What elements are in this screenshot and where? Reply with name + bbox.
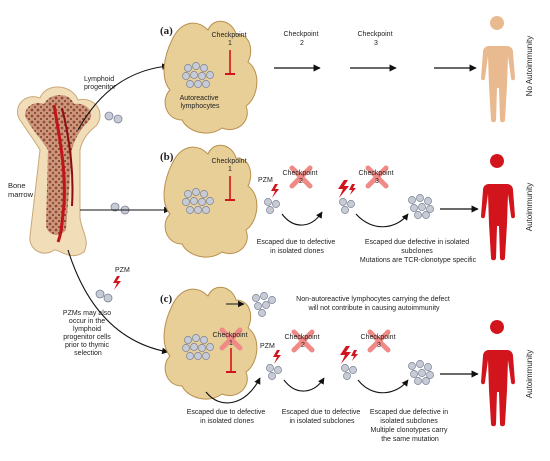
cell-cluster-b3 (339, 198, 355, 214)
checkpoint-a2-label: Checkpoint 2 (284, 31, 321, 47)
checkpoint-c2-label: Checkpoint 2 (285, 334, 322, 349)
panel-b: (b) Checkpoint 1 PZM Checkpoint 2 (160, 144, 479, 264)
checkpoint-a1-label: Checkpoint 1 (212, 32, 249, 47)
arrow-to-thymus-a (77, 63, 169, 131)
checkpoint-b2-cross (289, 165, 313, 189)
curved-arrow-b1 (281, 211, 323, 226)
lymphoid-progenitor-label: Lymphoid progenitor (84, 76, 116, 91)
bolt-icon (340, 346, 351, 364)
outcome-c-label: Autoimmunity (525, 350, 534, 398)
panel-a: (a) Autoreactive lymphocytes Checkpoint … (160, 20, 477, 134)
checkpoint-c1-label: Checkpoint 1 (213, 332, 250, 347)
checkpoint-b1-label: Checkpoint 1 (212, 158, 249, 173)
human-body (481, 16, 515, 123)
cell-cluster-c-non (252, 292, 276, 317)
panel-c: (c) Checkpoint 1 Non-autoreactive lympho… (160, 286, 479, 443)
arrow-to-thymus-c (67, 249, 169, 355)
curved-arrow-c1 (283, 377, 325, 392)
pzm-c-label: PZM (260, 343, 275, 350)
autoreactive-label: Autoreactive lymphocytes (180, 95, 221, 110)
human-figure-autoimmune (481, 154, 515, 261)
cell-cluster-b2 (264, 198, 280, 214)
curved-arrow-b2 (355, 213, 409, 228)
cell-cluster-c (182, 334, 214, 360)
cell-cluster-c3 (341, 364, 357, 380)
caption-b2: Escaped due defective in isolated subclo… (360, 239, 477, 264)
curved-arrow-c0 (205, 377, 261, 404)
outcome-b-label: Autoimmunity (525, 183, 534, 231)
caption-b1: Escaped due to defective in isolated clo… (257, 239, 338, 255)
human-figure-autoimmune (481, 320, 515, 427)
cell-cluster-c4 (408, 360, 434, 385)
outcome-a-label: No Autoimmunity (525, 36, 534, 96)
bolt-icon (338, 180, 349, 198)
non-autoreactive-note: Non-autoreactive lymphocytes carrying th… (296, 296, 452, 312)
human-body (481, 154, 515, 261)
caption-c3: Escaped due defective in isolated subclo… (370, 409, 450, 443)
bolt-icon (273, 350, 281, 364)
checkpoint-b3-cross (365, 165, 389, 189)
pzm-left-label: PZM (115, 267, 130, 274)
panel-a-label: (a) (160, 25, 173, 37)
caption-c2: Escaped due to defective in isolated sub… (282, 409, 363, 425)
human-figure-healthy (481, 16, 515, 123)
caption-c1: Escaped due to defective in isolated clo… (187, 409, 268, 425)
checkpoint-b2-label: Checkpoint 2 (283, 170, 320, 185)
cell-cluster-a (182, 62, 214, 88)
cell-cluster-c2 (266, 364, 282, 380)
pzm-note: PZMs may also occur in the lymphoid prog… (63, 310, 113, 357)
curved-arrow-c2 (357, 379, 409, 394)
bone-marrow-illustration (17, 86, 101, 257)
checkpoint-b3-label: Checkpoint 3 (359, 170, 396, 185)
checkpoint-a3-label: Checkpoint 3 (358, 31, 395, 47)
cell-cluster-b4 (408, 194, 434, 219)
pzm-b-label: PZM (258, 177, 273, 184)
checkpoint-c2-cross (291, 329, 315, 353)
panel-b-label: (b) (160, 151, 174, 163)
human-body (481, 320, 515, 427)
checkpoint-c3-label: Checkpoint 3 (361, 334, 398, 349)
cell-cluster-b (182, 188, 214, 214)
bolt-icon (113, 276, 121, 290)
bone-marrow-label: Bone marrow (8, 181, 34, 199)
checkpoint-c1-cross (219, 327, 243, 351)
bolt-icon (349, 184, 356, 195)
bolt-icon (271, 184, 279, 198)
panel-c-label: (c) (160, 293, 173, 305)
bolt-icon (351, 350, 358, 361)
checkpoint-c3-cross (367, 329, 391, 353)
